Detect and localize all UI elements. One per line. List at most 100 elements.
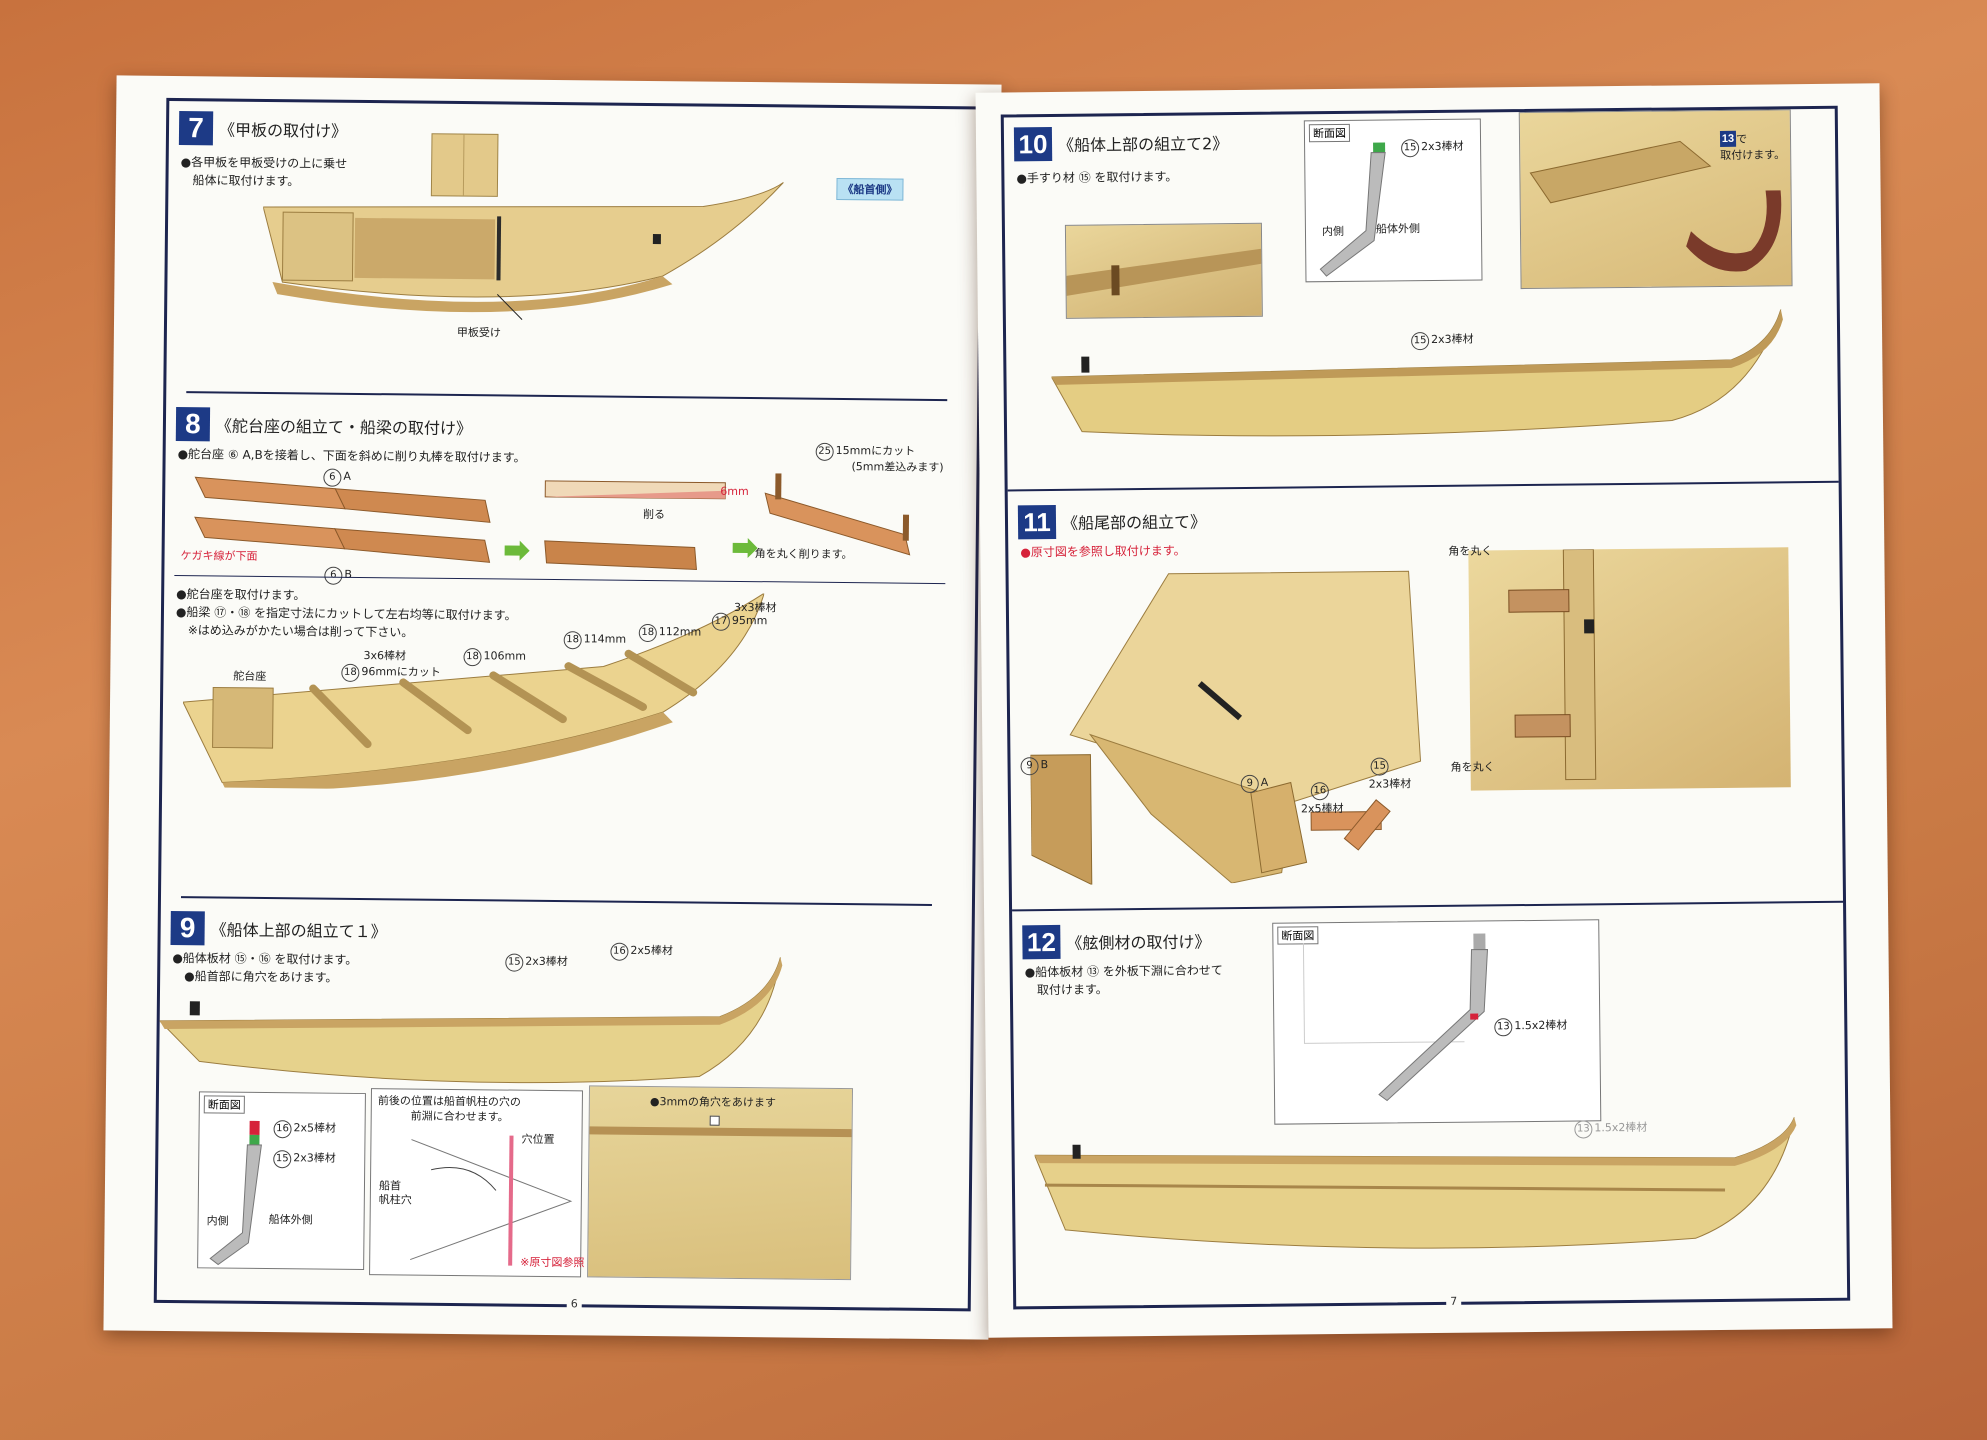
sec-16-spec: 2x5棒材 [293, 1121, 337, 1135]
bow-side-tag: 《船首側》 [836, 177, 904, 201]
rudder-seat-label: 舵台座 [233, 669, 267, 684]
part-13-badge: 13 [1719, 130, 1737, 147]
part-6-circle: 6 [323, 468, 342, 487]
stern-assembly-illustration [1029, 570, 1422, 886]
square-hole-mark [709, 1115, 720, 1126]
left-page: 7 《甲板の取付け》 ●各甲板を甲板受けの上に乗せ 船体に取付けます。 《船首側… [103, 75, 1002, 1340]
cut-label: 削る [642, 507, 666, 522]
step-instruction: ●手すり材 ⑮ を取付けます。 [1016, 169, 1178, 186]
part-15-label: 15 [1370, 757, 1390, 776]
inner-side-label: 内側 [206, 1214, 229, 1228]
beam-18b-length: 106mm [483, 649, 527, 663]
part-16-label: 16 [1310, 782, 1331, 801]
part-13-spec: 1.5x2棒材 [1594, 1120, 1648, 1135]
part-label-b: B [1040, 758, 1049, 772]
6mm-label: 6mm [720, 484, 749, 499]
gunwale-closeup-photo [1064, 222, 1263, 319]
part-15-circle: 15 [273, 1150, 292, 1169]
square-hole-closeup-photo: ●3mmの角穴をあけます [587, 1085, 854, 1281]
rounded-corner-diagram [1508, 548, 1597, 781]
part-17-circle: 17 [711, 612, 731, 631]
hole-position-label: 穴位置 [521, 1132, 555, 1147]
part-15-circle: 15 [1411, 332, 1430, 351]
part-15-circle: 15 [1401, 139, 1420, 158]
part-15-spec: 2x3棒材 [1431, 332, 1474, 347]
part-15-circle: 15 [1370, 757, 1389, 776]
hull-upper-boat-illustration [158, 957, 783, 1084]
part-18-circle: 18 [638, 623, 657, 643]
rounded-corner-photo [1468, 547, 1791, 791]
part-25-circle: 25 [815, 442, 834, 461]
round-corner-label-1: 角を丸く [1448, 544, 1493, 558]
step-instruction: ●原寸図を参照し取付けます。 [1020, 543, 1186, 560]
rudder-seat-parts-illustration [194, 473, 911, 571]
step-11-header: 11 《船尾部の組立て》 [1017, 503, 1207, 540]
gunwale-closeup-diagram [1066, 248, 1262, 296]
step-instruction: ●船体板材 ⑬ を外板下淵に合わせて 取付けます。 [1024, 963, 1223, 998]
page-number: 7 [1446, 1294, 1462, 1308]
hull-side-strip-boat-illustration [1034, 1117, 1797, 1249]
cross-section-diagram [1319, 142, 1386, 277]
step-title: 《舷側材の取付け》 [1066, 932, 1211, 953]
part-16-circle: 16 [1310, 782, 1329, 801]
step-7: 7 《甲板の取付け》 ●各甲板を甲板受けの上に乗せ 船体に取付けます。 《船首側… [167, 101, 981, 377]
part-9-circle: 9 [1020, 757, 1039, 776]
part-label-a: A [1260, 775, 1269, 789]
part-16-spec: 2x5棒材 [1300, 801, 1344, 816]
step-number: 10 [1013, 126, 1053, 162]
gunwale-strip [589, 1126, 852, 1138]
deck-boat-illustration [262, 133, 784, 321]
inner-side-label: 内側 [1321, 224, 1345, 239]
hole-note: ●3mmの角穴をあけます [649, 1095, 776, 1110]
step-9: 9 《船体上部の組立て１》 ●船体板材 ⑮・⑯ を取付けます。 ●船首部に角穴を… [157, 901, 972, 1329]
beam-18d-length: 112mm [658, 625, 702, 639]
cross-section-diagram [209, 1120, 262, 1266]
part-18-circle: 18 [341, 663, 360, 682]
part-25-length: 15mmにカット [835, 443, 916, 458]
part-13-circle: 13 [1494, 1018, 1513, 1037]
mast-hole-label: 船首 帆柱穴 [378, 1179, 412, 1207]
beam-3x6-label: 3x6棒材 [363, 649, 407, 663]
cross-section-diagram [1302, 933, 1489, 1102]
step-title: 《舵台座の組立て・船梁の取付け》 [215, 416, 473, 439]
full-size-ref-label: ※原寸図参照 [520, 1255, 585, 1270]
round-corner-label: 角を丸く削ります。 [754, 547, 853, 562]
round-corner-label-2: 角を丸く [1450, 760, 1495, 774]
beams-boat-illustration [182, 592, 765, 793]
beam-17-length: 95mm [731, 613, 768, 628]
step-8-header: 8 《舵台座の組立て・船梁の取付け》 [175, 407, 473, 444]
step-12: 12 《舷側材の取付け》 ●船体板材 ⑬ を外板下淵に合わせて 取付けます。 断… [1012, 907, 1847, 1316]
insert-note: (5mm差込みます) [851, 460, 944, 475]
outer-side-label: 船体外側 [1375, 222, 1421, 236]
step-10-header: 10 《船体上部の組立て2》 [1013, 125, 1229, 162]
outer-side-label: 船体外側 [268, 1213, 313, 1227]
part-13-circle: 13 [1574, 1120, 1593, 1139]
step-number: 7 [178, 111, 214, 146]
hull-handrail-boat-illustration [1050, 309, 1783, 437]
part-9-circle: 9 [1240, 774, 1259, 794]
part-18-circle: 18 [463, 648, 482, 667]
step-title: 《船尾部の組立て》 [1061, 512, 1207, 533]
left-page-frame: 7 《甲板の取付け》 ●各甲板を甲板受けの上に乗せ 船体に取付けます。 《船首側… [153, 97, 984, 1312]
step-instruction: ●舵台座 ⑥ A,Bを接着し、下面を斜めに削り丸棒を取付けます。 [177, 447, 526, 465]
step-8: 8 《舵台座の組立て・船梁の取付け》 ●舵台座 ⑥ A,Bを接着し、下面を斜めに… [162, 397, 977, 795]
step-12-header: 12 《舷側材の取付け》 [1022, 923, 1211, 960]
